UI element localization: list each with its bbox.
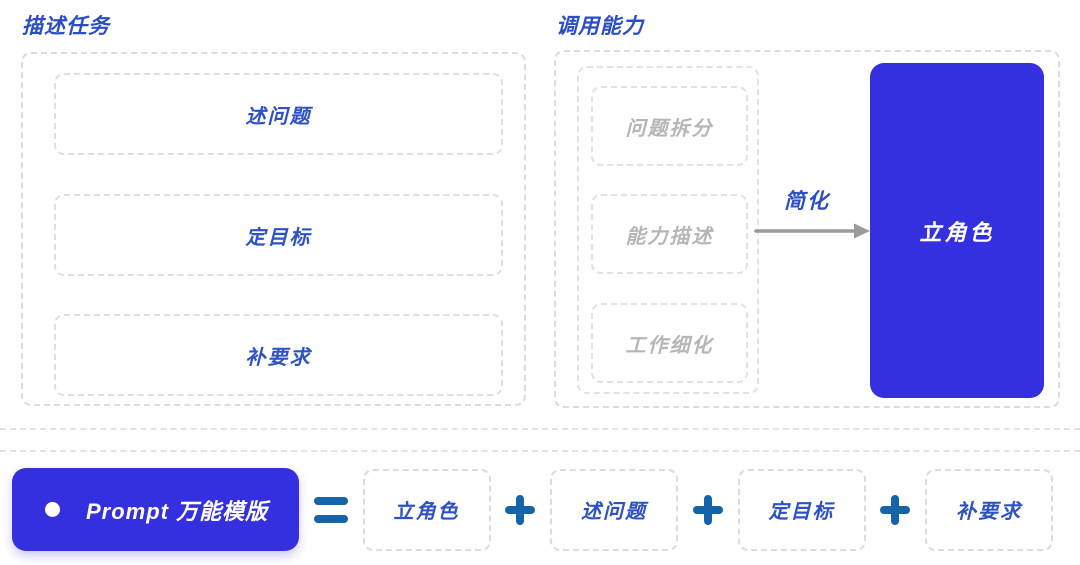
formula-term-requirements: 补要求 [925,468,1053,551]
equals-icon [313,496,348,523]
prompt-template-button: Prompt 万能模版 [12,468,299,551]
task-box-state-problem: 述问题 [54,73,503,155]
right-arrow-icon [754,223,870,239]
role-result-box: 立角色 [870,63,1044,398]
right-section-title: 调用能力 [556,15,644,38]
capability-column: 问题拆分 能力描述 工作细化 [577,66,759,394]
task-box-add-requirements: 补要求 [54,314,503,396]
formula-term-problem: 述问题 [550,468,678,551]
capability-box-work-refine: 工作细化 [591,303,748,383]
task-box-set-goal: 定目标 [54,194,503,276]
left-section-title: 描述任务 [22,15,110,38]
describe-task-panel: 述问题 定目标 补要求 [21,52,526,406]
formula-term-goal: 定目标 [737,468,866,551]
bullet-dot-icon [45,502,60,517]
simplify-arrow-label: 简化 [784,190,830,213]
capability-box-ability-describe: 能力描述 [591,194,748,274]
divider-line-top [0,428,1080,430]
plus-icon [505,494,536,525]
formula-term-role: 立角色 [362,468,491,551]
prompt-template-label: Prompt 万能模版 [86,498,269,524]
plus-icon [692,494,723,525]
divider-line-bottom [0,450,1080,452]
formula-row: Prompt 万能模版 立角色 述问题 定目标 补要求 [12,468,1053,551]
capability-box-problem-split: 问题拆分 [591,86,748,166]
plus-icon [880,494,911,525]
